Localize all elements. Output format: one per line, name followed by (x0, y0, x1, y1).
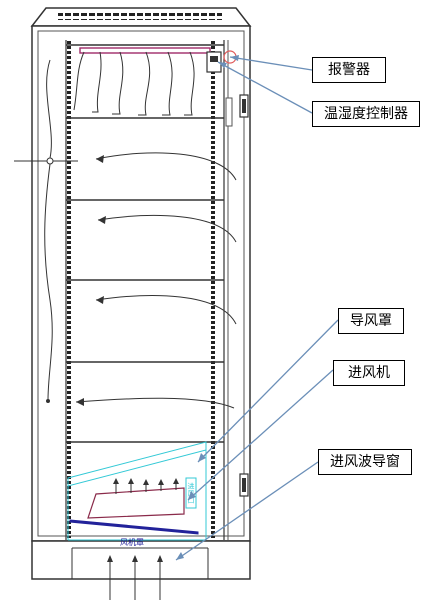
cabinet-base (31, 540, 251, 580)
external-cable (14, 59, 78, 403)
fan-base-plate (69, 519, 199, 535)
intake-fan-body (87, 487, 185, 519)
fan-upward-arrows (113, 478, 179, 494)
door-handle-lower-grip (242, 478, 246, 492)
humidity-controller-label: 温湿度控制器 (312, 101, 420, 127)
cabinet-frame (31, 25, 251, 580)
cabinet-top-cap (30, 7, 252, 27)
fan-hood-label: 风机罩 (120, 537, 144, 547)
top-vent-grille (58, 13, 222, 20)
door-handle-upper-grip (242, 99, 246, 113)
intake-waveguide-window-label: 进风波导窗 (318, 449, 412, 475)
callout-leaders (175, 55, 339, 561)
door-hinge (225, 97, 233, 127)
airflow-arrows (75, 152, 237, 409)
left-mounting-rail (67, 40, 73, 538)
right-mounting-rail (210, 40, 216, 538)
alarm-label: 报警器 (312, 57, 386, 83)
cable-bundle (73, 51, 195, 116)
top-device-panel (79, 47, 237, 73)
intake-fan-label: 进风机 (333, 360, 405, 386)
bottom-intake-arrows (107, 555, 163, 600)
air-guide-hood-label: 导风罩 (338, 308, 404, 334)
humidity-controller-display (210, 56, 218, 62)
